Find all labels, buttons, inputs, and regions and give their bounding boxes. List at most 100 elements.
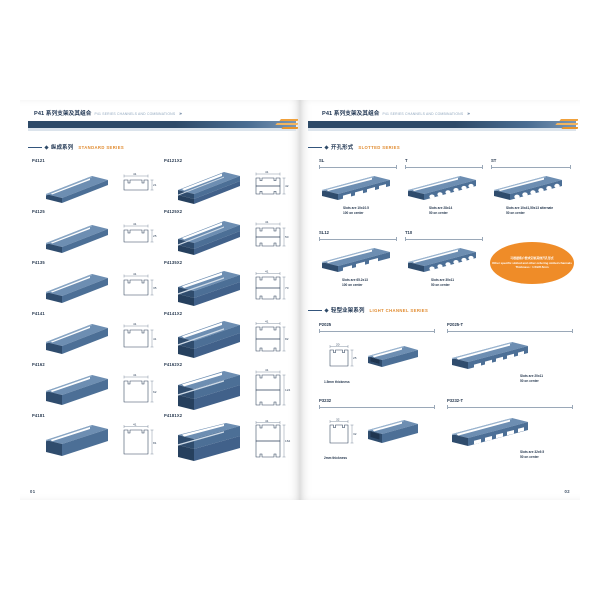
slotted-channel-isometric-icon <box>450 416 538 450</box>
product-code: P4181X2 <box>164 413 183 418</box>
header-rule-primary <box>308 121 576 128</box>
product-row: P4135 <box>20 260 300 311</box>
product-cell[interactable]: P4181 <box>30 413 158 464</box>
channel-isometric-icon <box>174 371 244 410</box>
channel-isometric-icon <box>42 372 112 410</box>
section-slotted-series: 开孔形式 SLOTTED SERIES <box>308 142 400 152</box>
light-product-cell[interactable]: P3232-T <box>446 398 576 470</box>
cross-section-drawing: 41 21 <box>118 166 158 206</box>
caption-line: Slots are 28x14 <box>429 206 453 210</box>
channel-isometric-icon <box>42 321 112 359</box>
channel-isometric-icon <box>174 219 244 257</box>
dim-height-label: 42 <box>285 184 289 188</box>
slotted-product-cell[interactable]: T10 <box>404 230 484 292</box>
caption-line: 1.5mm thickness <box>324 380 350 384</box>
product-caption: 2mm thickness <box>324 456 347 461</box>
light-product-cell[interactable]: P2025-T <box>446 322 576 394</box>
product-caption: Slots are 10x10.5 100 on center <box>343 206 369 215</box>
product-cell[interactable]: P4162 <box>30 362 158 413</box>
channel-isometric-icon <box>42 219 112 257</box>
header-title-en: P41 SERIES CHANNELS AND COMBINATIONS <box>382 112 464 116</box>
dim-width-label: 41 <box>265 320 269 324</box>
header-arrow: » <box>467 111 470 116</box>
product-code: P2025 <box>319 322 332 327</box>
product-code: P4135X2 <box>164 260 183 265</box>
product-caption: Slots are 20x11 50 on center <box>520 374 543 383</box>
product-code: P4141X2 <box>164 311 183 316</box>
product-code: P4135 <box>32 260 45 265</box>
note-line-en: Other specific slotted and other orderin… <box>492 260 572 265</box>
product-caption: Slots are 28x14 50 on center <box>429 206 452 215</box>
product-cell[interactable]: P4162X2 <box>162 362 290 413</box>
page-number-right: 02 <box>564 489 570 494</box>
slotted-product-cell[interactable]: SL <box>318 158 398 220</box>
custom-slot-note-badge: 可根据客户要求定制其他开孔形式 Other specific slotted a… <box>490 242 574 284</box>
product-row: P4141 <box>20 311 300 362</box>
page-number-left: 01 <box>30 489 36 494</box>
dim-width-label: 41 <box>133 373 137 377</box>
product-code: P4141 <box>32 311 45 316</box>
light-product-cell[interactable]: P2025 20 25 <box>318 322 438 394</box>
light-product-cell[interactable]: P3232 32 32 <box>318 398 438 470</box>
channel-isometric-icon <box>42 423 112 461</box>
dim-width-label: 41 <box>133 222 137 226</box>
dim-height-label: 124 <box>285 388 290 392</box>
product-code: P4125 <box>32 209 45 214</box>
section-light-channel-series: 轻型业架系列 LIGHT CHANNEL SERIES <box>308 305 428 315</box>
caption-line: Slots are 10x10.5 <box>343 206 369 210</box>
product-cell[interactable]: P4141X2 <box>162 311 290 362</box>
caption-line: 50 on center <box>431 282 450 287</box>
dim-width-label: 41 <box>265 270 269 274</box>
note-line-cn: 可根据客户要求定制其他开孔形式 <box>510 256 554 261</box>
caption-line: 50 on center <box>520 454 539 459</box>
section-title-cn: 轻型业架系列 <box>331 308 365 314</box>
product-cell[interactable]: P4125X2 <box>162 209 290 260</box>
slotted-product-cell[interactable]: SL12 <box>318 230 398 292</box>
dim-height-label: 50 <box>285 235 289 239</box>
dim-height-label: 41 <box>153 337 157 341</box>
product-code: P3232 <box>319 398 332 403</box>
section-lead-rule <box>308 146 322 148</box>
caption-line: 50 on center <box>520 378 539 383</box>
slotted-channel-isometric-icon <box>406 244 482 276</box>
product-cell[interactable]: P4121X2 <box>162 158 290 209</box>
header-flag-icon <box>552 117 578 130</box>
cross-section-drawing: 41 25 <box>118 217 158 257</box>
product-cell[interactable]: P4141 <box>30 311 158 362</box>
channel-isometric-icon <box>174 423 244 461</box>
section-standard-series: 纵成系列 STANDARD SERIES <box>28 142 124 152</box>
product-cell[interactable]: P4181X2 <box>162 413 290 464</box>
product-caption: Slots are 65.2x13 100 on center <box>342 278 368 287</box>
dim-width-label: 41 <box>265 170 269 174</box>
caption-line: 100 on center <box>342 282 363 287</box>
section-title-cn: 纵成系列 <box>51 145 74 151</box>
slotted-product-cell[interactable]: ST <box>490 158 576 220</box>
dim-width-label: 20 <box>336 343 340 347</box>
caption-line: 50 on center <box>506 210 525 215</box>
caption-line: Slots are 65.2x13 <box>342 278 368 282</box>
product-cell[interactable]: P4125 <box>30 209 158 260</box>
cross-section-drawing: 41 50 <box>250 217 290 257</box>
product-cell[interactable]: P4121 <box>30 158 158 209</box>
product-row: P4125 <box>20 209 300 260</box>
header-flag-icon <box>272 117 298 130</box>
section-title-en: LIGHT CHANNEL SERIES <box>369 307 429 313</box>
measure-rule <box>491 165 571 170</box>
dim-height-label: 25 <box>153 234 157 238</box>
product-cell[interactable]: P4135X2 <box>162 260 290 311</box>
product-row: P4181 <box>20 413 300 464</box>
cross-section-drawing: 41 162 <box>250 419 290 461</box>
product-row: P4121 <box>20 158 300 209</box>
dim-height-label: 25 <box>353 356 357 360</box>
diamond-bullet-icon <box>324 144 329 150</box>
cross-section-drawing: 41 82 <box>250 319 290 359</box>
cross-section-drawing: 20 25 <box>322 340 358 374</box>
slotted-product-cell[interactable]: T <box>404 158 484 220</box>
measure-rule <box>447 329 573 334</box>
product-cell[interactable]: P4135 <box>30 260 158 311</box>
